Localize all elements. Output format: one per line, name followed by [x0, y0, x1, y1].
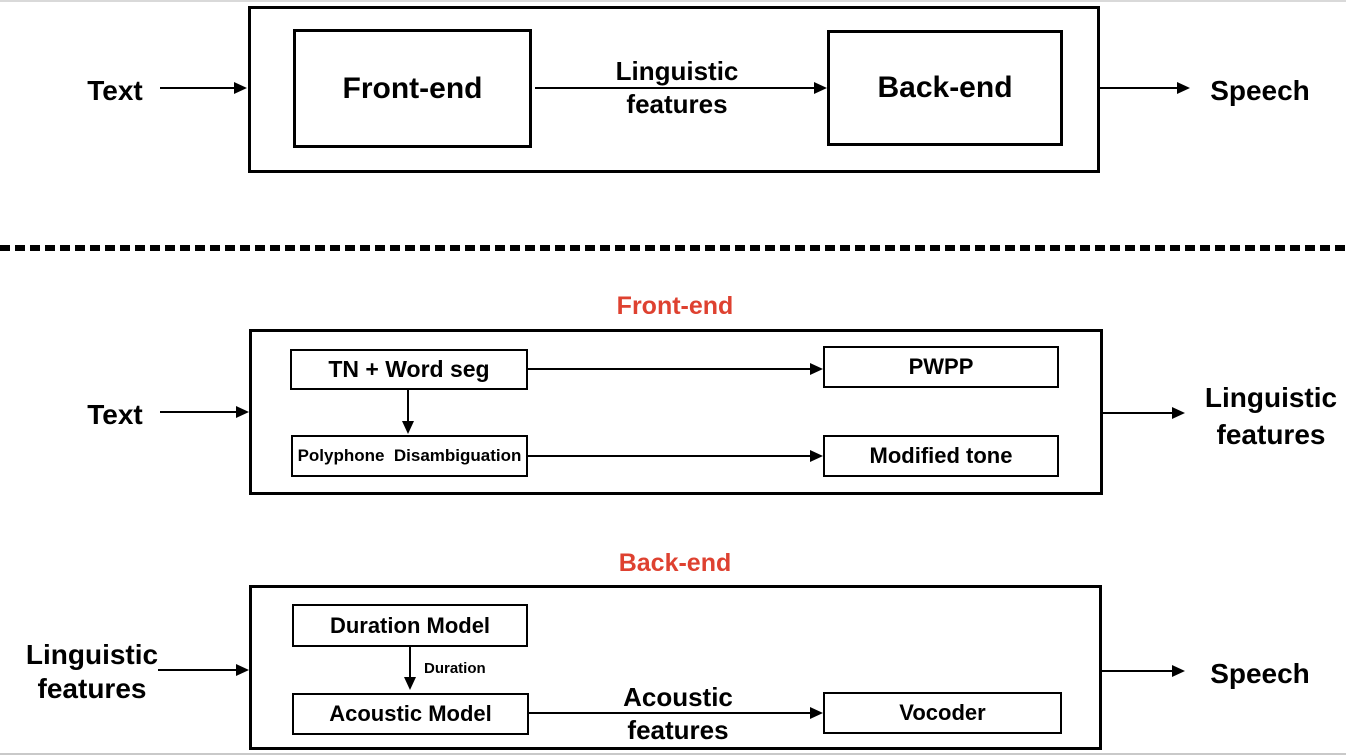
- front-end-input-label: Text: [87, 399, 143, 430]
- acoustic-model-label: Acoustic Model: [329, 701, 492, 726]
- top-edge-line: [0, 0, 1346, 2]
- acoustic-features-label: Acoustic features: [623, 682, 733, 745]
- bottom-edge-line: [0, 753, 1346, 755]
- front-end-section-title: Front-end: [616, 292, 734, 320]
- overview-input-arrow: [160, 86, 234, 90]
- overview-output-label: Speech: [1210, 75, 1310, 106]
- polyphone-label: Polyphone Disambiguation: [297, 446, 522, 465]
- back-end-input-label: Linguistic features: [25, 639, 159, 704]
- overview-front-end-label: Front-end: [342, 71, 483, 105]
- vocoder-label: Vocoder: [899, 700, 986, 725]
- overview-front-end-box: Front-end: [293, 29, 532, 148]
- overview-connector-label: Linguistic features: [615, 56, 739, 119]
- vocoder-box: Vocoder: [823, 692, 1062, 734]
- overview-connector-arrow: [535, 86, 814, 90]
- pwpp-box: PWPP: [823, 346, 1059, 388]
- acoustic-to-vocoder-arrow: [529, 711, 810, 715]
- tn-to-pwpp-arrow: [528, 367, 810, 371]
- back-end-input-arrow: [158, 668, 236, 672]
- tn-word-seg-box: TN + Word seg: [290, 349, 528, 390]
- pwpp-label: PWPP: [908, 354, 974, 379]
- modified-tone-label: Modified tone: [869, 443, 1013, 468]
- front-end-output-label: Linguistic features: [1204, 382, 1338, 450]
- back-end-output-arrow: [1102, 669, 1172, 673]
- overview-output-arrow: [1100, 86, 1177, 90]
- tn-word-seg-label: TN + Word seg: [328, 356, 490, 382]
- acoustic-model-box: Acoustic Model: [292, 693, 529, 735]
- back-end-section-title: Back-end: [618, 549, 732, 577]
- overview-back-end-box: Back-end: [827, 30, 1063, 146]
- modified-tone-box: Modified tone: [823, 435, 1059, 477]
- polyphone-box: Polyphone Disambiguation: [291, 435, 528, 477]
- polyphone-to-modified-tone-arrow: [528, 454, 810, 458]
- front-end-input-arrow: [160, 410, 236, 414]
- duration-arrow-label: Duration: [424, 660, 486, 677]
- overview-input-label: Text: [87, 75, 143, 106]
- dashed-divider: [0, 245, 1346, 251]
- front-end-output-arrow: [1103, 411, 1172, 415]
- overview-back-end-label: Back-end: [877, 71, 1013, 104]
- duration-to-acoustic-arrow: [408, 647, 412, 678]
- duration-model-box: Duration Model: [292, 604, 528, 647]
- back-end-output-label: Speech: [1210, 658, 1310, 689]
- tn-to-polyphone-arrow: [406, 390, 410, 422]
- duration-model-label: Duration Model: [329, 612, 491, 638]
